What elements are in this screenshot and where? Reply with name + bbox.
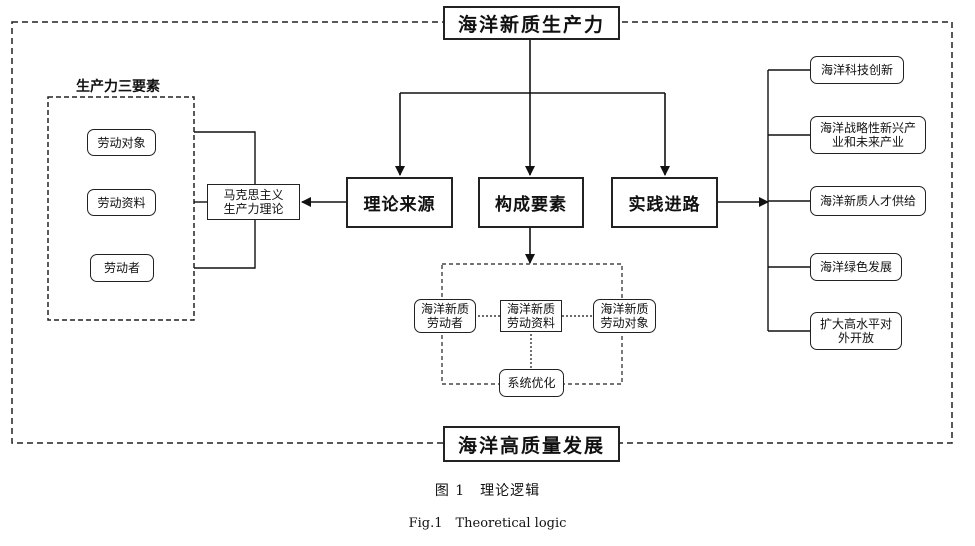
figure-caption-en: Fig.1 Theoretical logic xyxy=(408,516,567,531)
component-object: 海洋新质 劳动对象 xyxy=(593,299,656,333)
top-title: 海洋新质生产力 xyxy=(457,13,605,36)
path-talent-supply: 海洋新质人才供给 xyxy=(810,186,926,216)
component-optimize: 系统优化 xyxy=(499,369,564,397)
path-opening-up: 扩大高水平对 外开放 xyxy=(810,312,902,350)
marxist-theory-box: 马克思主义 生产力理论 xyxy=(207,184,300,220)
bottom-title-box: 海洋高质量发展 xyxy=(443,426,620,462)
top-title-box: 海洋新质生产力 xyxy=(443,6,620,40)
practice-path-box: 实践进路 xyxy=(611,177,718,228)
three-elements-frame xyxy=(47,96,195,321)
path-emerging-industries: 海洋战略性新兴产 业和未来产业 xyxy=(810,116,926,154)
component-laborer: 海洋新质 劳动者 xyxy=(414,299,476,333)
path-tech-innovation: 海洋科技创新 xyxy=(810,56,904,84)
element-labor-materials: 劳动资料 xyxy=(87,189,156,216)
bottom-title: 海洋高质量发展 xyxy=(457,434,605,457)
three-elements-label: 生产力三要素 xyxy=(76,79,160,95)
component-means: 海洋新质 劳动资料 xyxy=(500,300,562,332)
path-green-development: 海洋绿色发展 xyxy=(810,253,902,281)
element-laborer: 劳动者 xyxy=(90,254,154,282)
components-box: 构成要素 xyxy=(478,177,584,228)
figure-caption-cn: 图 1 理论逻辑 xyxy=(434,483,541,499)
theory-source-box: 理论来源 xyxy=(346,177,453,228)
element-labor-object: 劳动对象 xyxy=(87,129,156,156)
